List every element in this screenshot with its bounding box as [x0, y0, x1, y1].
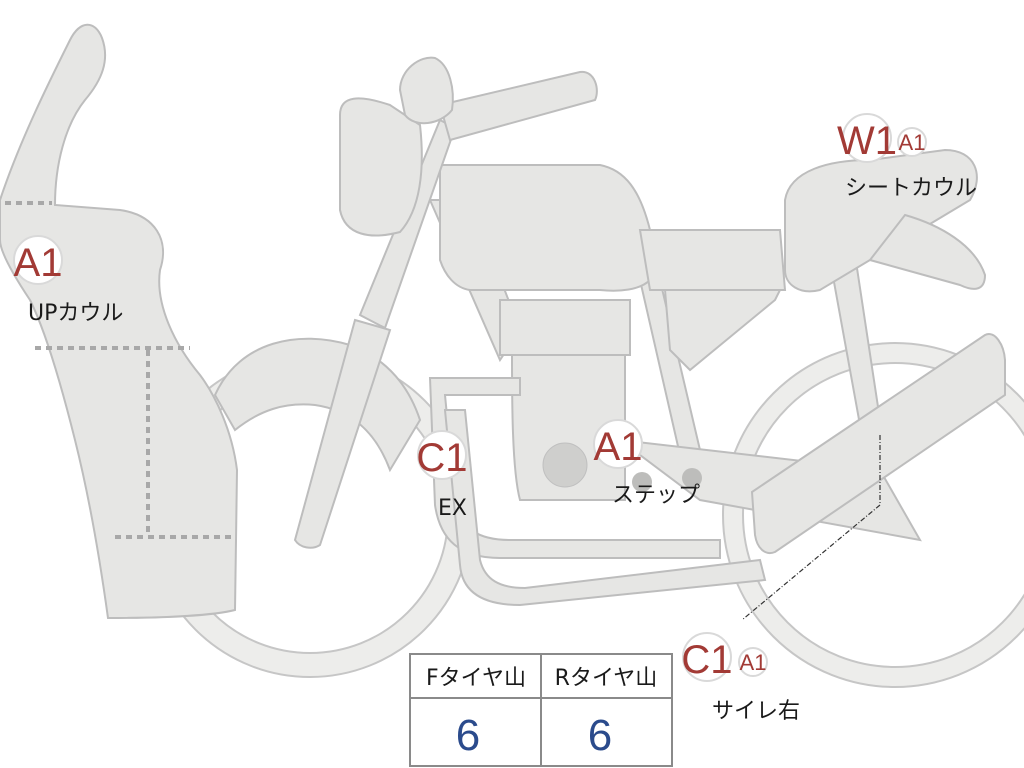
silencer-leader-line: [741, 435, 881, 621]
damage-badge-step[interactable]: A1 ステップ: [593, 419, 700, 508]
exhaust-pipes: [428, 377, 767, 607]
subgrade-seat-cowl: A1: [899, 130, 926, 155]
grade-step: A1: [594, 425, 643, 469]
damage-badge-up-cowl[interactable]: A1 UPカウル: [13, 235, 124, 326]
headlight: [339, 97, 423, 237]
grade-seat-cowl: W1: [837, 119, 897, 163]
seat: [638, 229, 787, 291]
label-exhaust: EX: [438, 496, 467, 521]
seat-cowl-shape: [784, 148, 978, 293]
label-step: ステップ: [612, 483, 700, 508]
tire-tread-table: Fタイヤ山 Rタイヤ山 6 6: [409, 653, 673, 767]
cowl-seams: [5, 201, 232, 539]
up-cowl-shape: [0, 23, 239, 620]
label-silencer-right: サイレ右: [712, 699, 800, 724]
rear-tire-value: 6: [588, 711, 612, 760]
damage-badge-exhaust[interactable]: C1 EX: [416, 430, 468, 521]
engine: [499, 299, 702, 501]
subgrade-silencer-right: A1: [740, 650, 767, 675]
rear-tire-header: Rタイヤ山: [555, 666, 658, 691]
grade-silencer-right: C1: [681, 638, 732, 682]
grade-exhaust: C1: [416, 436, 467, 480]
silencer: [750, 333, 1006, 554]
grade-up-cowl: A1: [14, 241, 63, 285]
fuel-tank: [439, 164, 651, 292]
front-tire-header: Fタイヤ山: [426, 666, 526, 691]
side-cover: [663, 289, 782, 372]
label-up-cowl: UPカウル: [28, 301, 123, 326]
handlebar: [398, 56, 598, 142]
damage-badge-seat-cowl[interactable]: W1 A1 シートカウル: [837, 113, 977, 201]
damage-badge-silencer-right[interactable]: C1 A1 サイレ右: [681, 632, 800, 724]
label-seat-cowl: シートカウル: [845, 176, 977, 201]
front-tire-value: 6: [456, 711, 480, 760]
rear-tail: [868, 213, 987, 290]
